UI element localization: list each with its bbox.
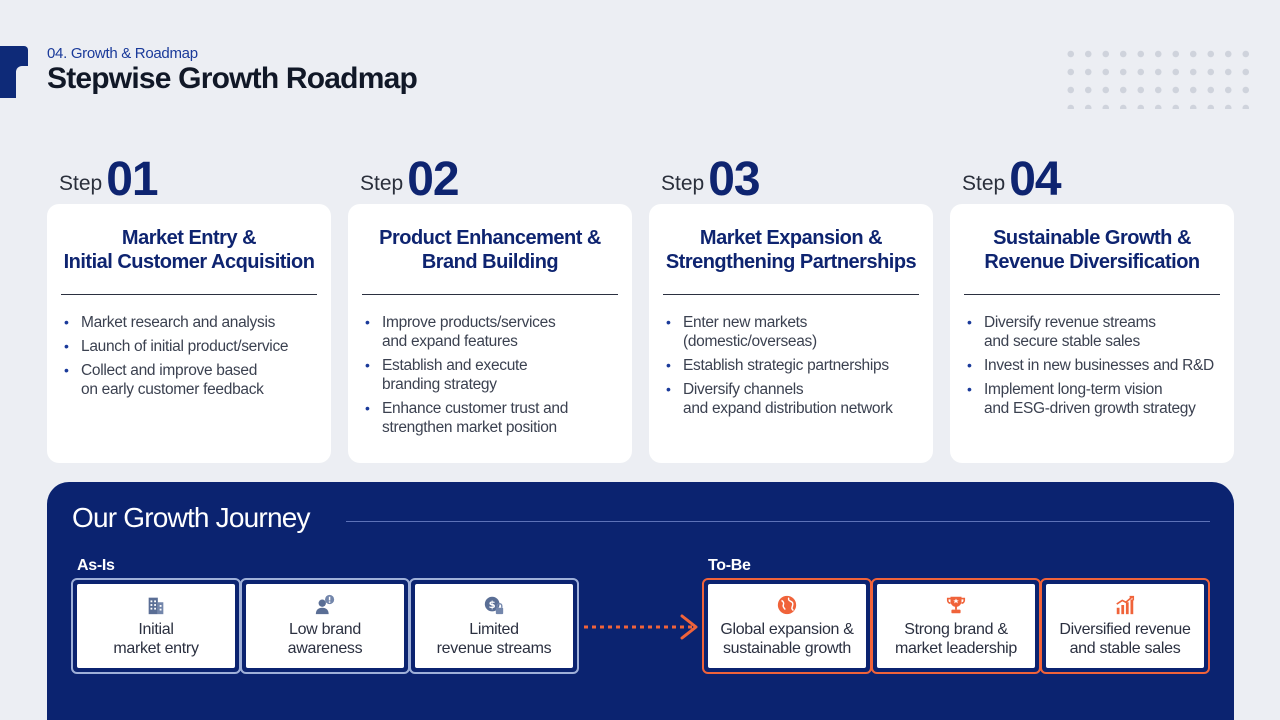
step-word: Step	[360, 172, 404, 195]
to-be-box: Strong brand & market leadership	[871, 578, 1041, 674]
bullet-item: Launch of initial product/service	[64, 337, 317, 356]
to-be-box: Diversified revenue and stable sales	[1040, 578, 1210, 674]
step-2: Step 02 Product Enhancement & Brand Buil…	[348, 148, 632, 463]
step-card: Product Enhancement & Brand Building Imp…	[348, 204, 632, 463]
bullet-item: Enhance customer trust and strengthen ma…	[365, 399, 618, 437]
bullet-item: Implement long-term vision and ESG-drive…	[967, 380, 1220, 418]
card-divider	[362, 294, 618, 295]
step-number: 01	[106, 153, 158, 206]
card-divider	[964, 294, 1220, 295]
bullet-item: Improve products/services and expand fea…	[365, 313, 618, 351]
card-divider	[663, 294, 919, 295]
bullet-item: Establish strategic partnerships	[666, 356, 919, 375]
step-heading: Step 03	[649, 148, 933, 204]
bullet-item: Market research and analysis	[64, 313, 317, 332]
growth-chart-icon	[1116, 595, 1135, 615]
step-4: Step 04 Sustainable Growth & Revenue Div…	[950, 148, 1234, 463]
dashed-arrow-icon	[584, 614, 698, 640]
step-bullet-list: Diversify revenue streams and secure sta…	[964, 313, 1220, 418]
bullet-item: Invest in new businesses and R&D	[967, 356, 1220, 375]
journey-title-rule	[346, 521, 1210, 522]
bullet-item: Diversify revenue streams and secure sta…	[967, 313, 1220, 351]
step-heading: Step 04	[950, 148, 1234, 204]
step-word: Step	[962, 172, 1006, 195]
to-be-text: Diversified revenue and stable sales	[1059, 621, 1191, 657]
step-bullet-list: Improve products/services and expand fea…	[362, 313, 618, 437]
to-be-label: To-Be	[708, 557, 751, 574]
as-is-text: Initial market entry	[113, 621, 199, 657]
step-card: Market Expansion & Strengthening Partner…	[649, 204, 933, 463]
to-be-text: Strong brand & market leadership	[894, 621, 1018, 657]
step-word: Step	[59, 172, 103, 195]
as-is-text: Limited revenue streams	[436, 621, 552, 657]
page-title: Stepwise Growth Roadmap	[47, 62, 418, 95]
step-card-title: Product Enhancement & Brand Building	[379, 227, 601, 273]
section-label: 04. Growth & Roadmap	[47, 45, 198, 62]
card-divider	[61, 294, 317, 295]
step-number: 02	[407, 153, 459, 206]
person-alert-icon	[315, 594, 335, 615]
svg-text:$: $	[489, 600, 496, 611]
step-heading: Step 01	[47, 148, 331, 204]
bullet-item: Establish and execute branding strategy	[365, 356, 618, 394]
step-word: Step	[661, 172, 705, 195]
step-card: Sustainable Growth & Revenue Diversifica…	[950, 204, 1234, 463]
globe-icon	[777, 595, 797, 615]
as-is-label: As-Is	[77, 557, 115, 574]
step-bullet-list: Enter new markets (domestic/overseas) Es…	[663, 313, 919, 418]
step-1: Step 01 Market Entry & Initial Customer …	[47, 148, 331, 463]
step-bullet-list: Market research and analysis Launch of i…	[61, 313, 317, 399]
journey-title: Our Growth Journey	[72, 502, 311, 533]
as-is-box: Low brand awareness	[240, 578, 410, 674]
as-is-box: $ Limited revenue streams	[409, 578, 579, 674]
step-number: 04	[1009, 153, 1061, 206]
step-card-title: Market Entry & Initial Customer Acquisit…	[63, 227, 315, 273]
step-card: Market Entry & Initial Customer Acquisit…	[47, 204, 331, 463]
decorative-dot-grid	[1062, 45, 1252, 109]
bullet-item: Enter new markets (domestic/overseas)	[666, 313, 919, 351]
steps-row: Step 01 Market Entry & Initial Customer …	[47, 148, 1234, 464]
as-is-box: Initial market entry	[71, 578, 241, 674]
growth-journey-panel: Our Growth Journey As-Is To-Be Initial m…	[47, 482, 1234, 720]
bullet-item: Diversify channels and expand distributi…	[666, 380, 919, 418]
step-heading: Step 02	[348, 148, 632, 204]
money-lock-icon: $	[484, 596, 504, 615]
header-accent-bar	[0, 46, 28, 98]
step-3: Step 03 Market Expansion & Strengthening…	[649, 148, 933, 463]
as-is-text: Low brand awareness	[287, 621, 363, 657]
step-card-title: Sustainable Growth & Revenue Diversifica…	[984, 227, 1200, 273]
to-be-text: Global expansion & sustainable growth	[720, 621, 854, 657]
building-icon	[148, 597, 164, 615]
trophy-icon	[946, 596, 966, 614]
bullet-item: Collect and improve based on early custo…	[64, 361, 317, 399]
step-card-title: Market Expansion & Strengthening Partner…	[665, 227, 917, 273]
to-be-box: Global expansion & sustainable growth	[702, 578, 872, 674]
step-number: 03	[708, 153, 760, 206]
